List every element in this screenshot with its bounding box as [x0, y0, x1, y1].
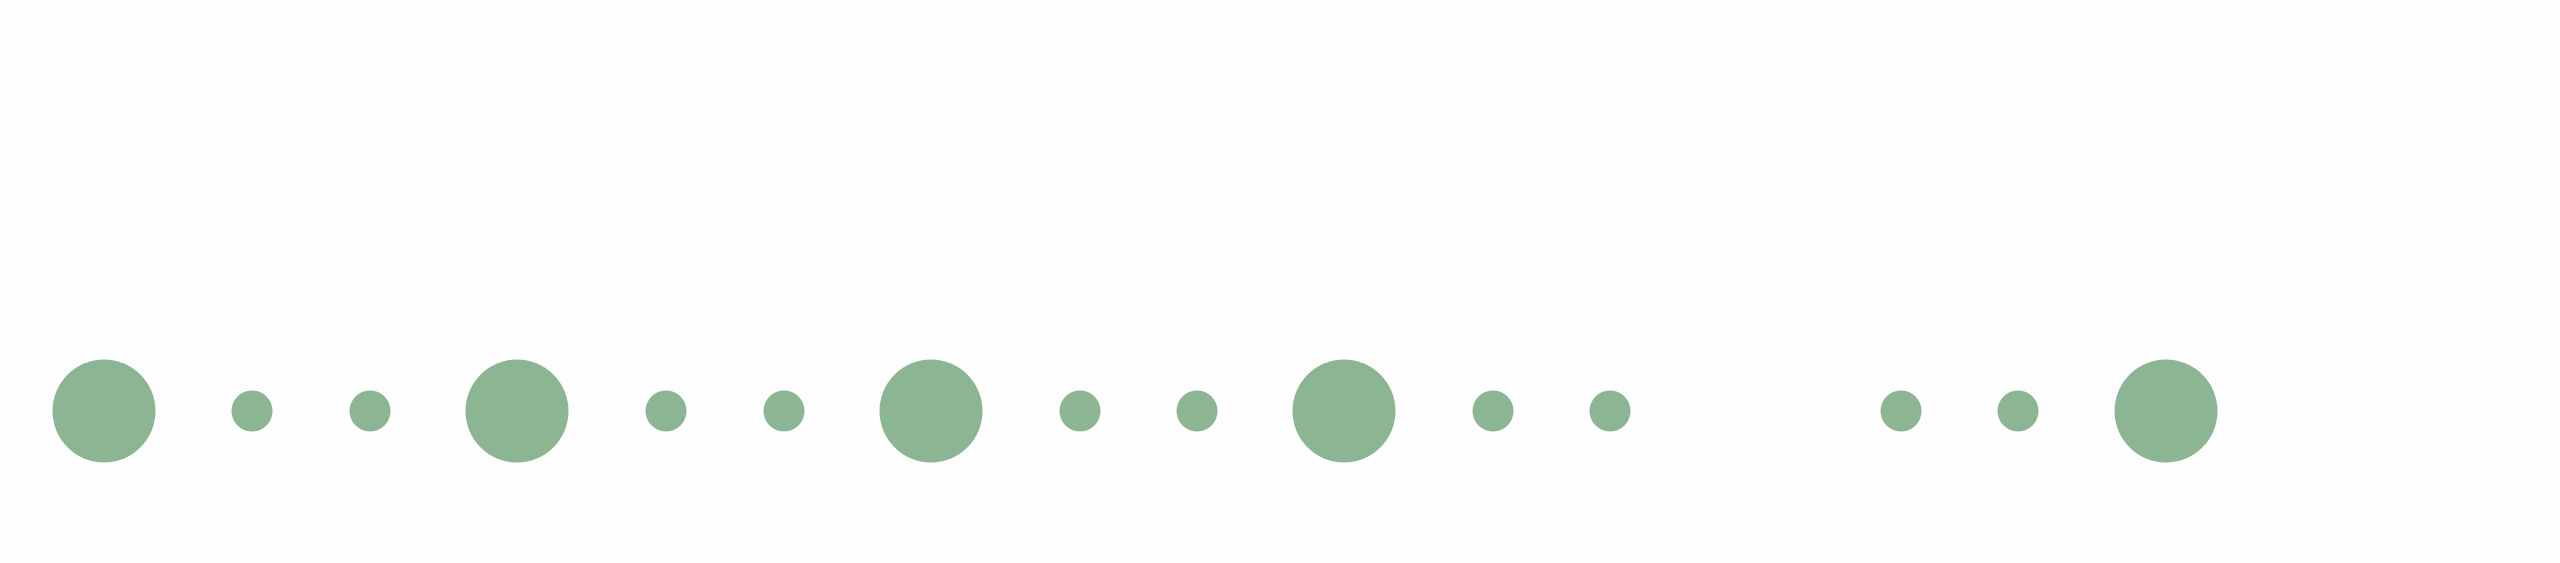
small-dot-13 [1880, 390, 1922, 432]
small-dot-6 [763, 390, 805, 432]
small-dot-3 [349, 390, 391, 432]
small-dot-14 [1997, 390, 2039, 432]
large-dot-15 [2114, 359, 2218, 463]
small-dot-12 [1589, 390, 1631, 432]
large-dot-4 [465, 359, 569, 463]
small-dot-11 [1472, 390, 1514, 432]
large-dot-1 [52, 359, 156, 463]
small-dot-5 [645, 390, 687, 432]
large-dot-7 [879, 359, 983, 463]
small-dot-9 [1176, 390, 1218, 432]
small-dot-8 [1059, 390, 1101, 432]
small-dot-2 [231, 390, 273, 432]
large-dot-10 [1292, 359, 1396, 463]
